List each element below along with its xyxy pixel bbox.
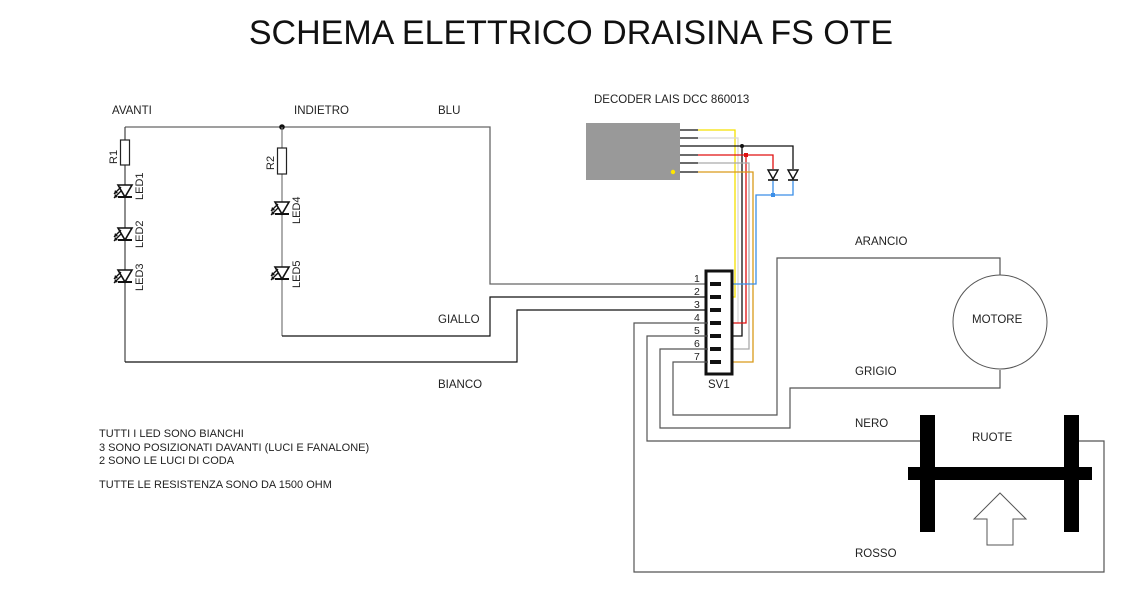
diagram-title: SCHEMA ELETTRICO DRAISINA FS OTE [248, 14, 894, 52]
note-line: 2 SONO LE LUCI DI CODA [99, 455, 235, 467]
note-line: TUTTE LE RESISTENZA SONO DA 1500 OHM [99, 478, 332, 491]
decoder-body [586, 123, 680, 180]
label-giallo: GIALLO [438, 314, 480, 326]
front-led-string: R1 LED1 LED2 LED3 [108, 127, 146, 362]
wire-grey [698, 162, 750, 350]
wire-blu [125, 126, 708, 285]
pin-number: 7 [694, 351, 700, 363]
pin-number: 2 [694, 286, 700, 298]
led3-symbol [113, 269, 134, 284]
led2-symbol [113, 227, 134, 242]
wire-bianco [125, 309, 708, 363]
led4-label: LED4 [291, 196, 303, 224]
pin-number: 6 [694, 338, 700, 350]
pin-number: 1 [694, 273, 700, 285]
label-blu: BLU [438, 105, 460, 117]
wire-blue-down [722, 194, 773, 285]
wire-grigio [659, 348, 1001, 429]
led2-label: LED2 [134, 220, 146, 248]
wire-giallo [282, 296, 708, 337]
motor-label: MOTORE [972, 314, 1023, 326]
label-arancio: ARANCIO [855, 236, 907, 248]
label-indietro: INDIETRO [294, 105, 349, 117]
decoder-leads [680, 129, 698, 173]
wheelset [908, 415, 1092, 532]
motor [952, 274, 1048, 370]
pin-number: 4 [694, 312, 700, 324]
led5-label: LED5 [291, 260, 303, 288]
r2-label: R2 [265, 156, 277, 170]
wire-arancio [672, 257, 1001, 416]
led1-label: LED1 [134, 172, 146, 200]
wire-blue [772, 181, 794, 196]
wire-nero [646, 335, 920, 442]
junction-dot [744, 153, 748, 157]
wire-black [698, 145, 794, 169]
wire-red [698, 154, 774, 169]
sv1-pin-numbers: 1 2 3 4 5 6 7 [694, 273, 700, 363]
notes: TUTTI I LED SONO BIANCHI 3 SONO POSIZION… [99, 428, 369, 492]
resistor-r2 [276, 147, 288, 175]
axle [908, 467, 1092, 480]
decoder-pin1-marker [670, 169, 676, 175]
note-line: 3 SONO POSIZIONATI DAVANTI (LUCI E FANAL… [99, 441, 370, 454]
note-line: TUTTI I LED SONO BIANCHI [99, 428, 244, 440]
pin-number: 5 [694, 325, 700, 337]
diode-1 [766, 169, 780, 181]
led3-label: LED3 [134, 263, 146, 291]
led1-symbol [113, 184, 134, 199]
wire-rosso [633, 322, 1105, 573]
connector-sv1 [704, 269, 734, 376]
label-rosso: ROSSO [855, 548, 897, 560]
label-grigio: GRIGIO [855, 366, 897, 378]
diode-2 [786, 169, 800, 181]
r1-label: R1 [108, 150, 120, 164]
rear-led-string: R2 LED4 LED5 [265, 127, 303, 336]
direction-arrow-icon [972, 492, 1028, 546]
wheels-label: RUOTE [972, 432, 1013, 444]
label-nero: NERO [855, 418, 888, 430]
junction-dot [740, 144, 744, 148]
label-bianco: BIANCO [438, 379, 482, 391]
resistor-r1 [119, 139, 131, 166]
sv1-label: SV1 [708, 379, 730, 391]
led5-symbol [270, 266, 291, 281]
pin-number: 3 [694, 299, 700, 311]
junction-dot [771, 193, 775, 197]
label-avanti: AVANTI [112, 105, 152, 117]
wire-orange [698, 171, 754, 363]
led4-symbol [270, 201, 291, 216]
decoder-label: DECODER LAIS DCC 860013 [594, 94, 749, 106]
